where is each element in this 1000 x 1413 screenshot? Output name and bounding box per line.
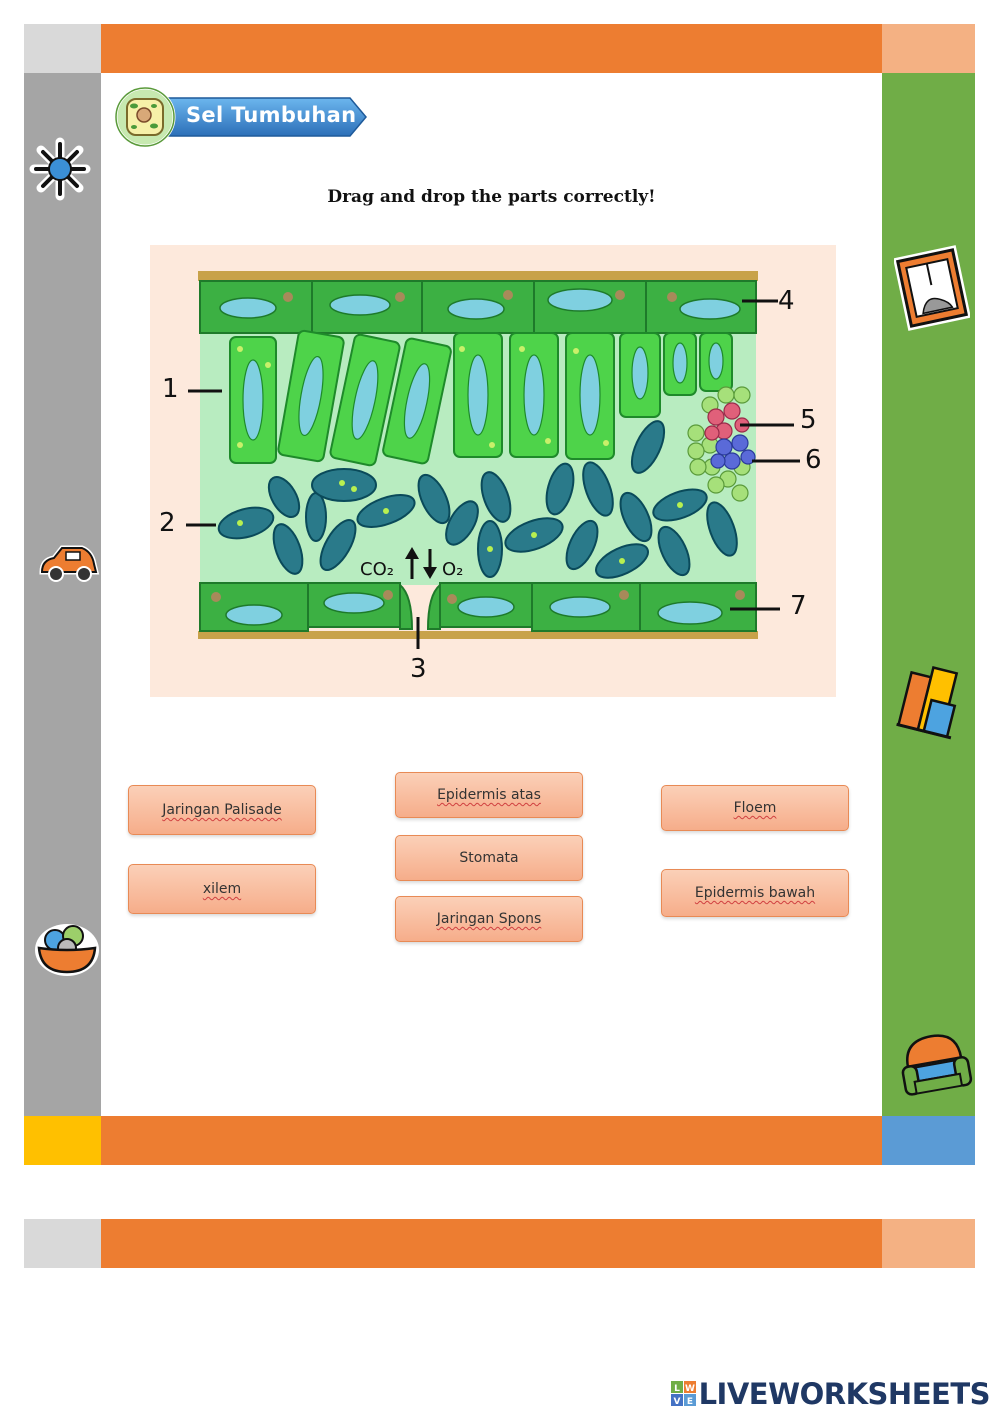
draggable-label: Jaringan Spons bbox=[436, 911, 542, 927]
bowl-sticker-icon bbox=[35, 924, 99, 976]
draggable-label: Jaringan Palisade bbox=[162, 802, 282, 818]
car-sticker-icon bbox=[39, 545, 100, 582]
draggable-xilem[interactable]: xilem bbox=[128, 864, 316, 914]
diagram-label-4: 4 bbox=[778, 286, 795, 316]
frame-top-right-corner bbox=[882, 24, 975, 73]
svg-text:V: V bbox=[673, 1397, 680, 1407]
draggable-label: Epidermis bawah bbox=[694, 885, 816, 901]
frame-top-left-corner bbox=[24, 24, 101, 73]
snowflake-sticker-icon bbox=[29, 137, 91, 201]
diagram-label-1: 1 bbox=[162, 374, 179, 404]
title-label: Sel Tumbuhan bbox=[186, 103, 357, 127]
instruction-text: Drag and drop the parts correctly! bbox=[327, 187, 656, 207]
o2-label: O₂ bbox=[442, 559, 463, 580]
svg-text:W: W bbox=[685, 1384, 695, 1394]
frame-bottom-bar bbox=[101, 1116, 882, 1165]
draggable-jaringan-palisade[interactable]: Jaringan Palisade bbox=[128, 785, 316, 835]
draggable-label: Stomata bbox=[459, 850, 519, 866]
diagram-label-3: 3 bbox=[410, 654, 427, 684]
draggable-floem[interactable]: Floem bbox=[661, 785, 849, 831]
co2-label: CO₂ bbox=[360, 559, 394, 580]
sofa-sticker-icon bbox=[901, 1034, 973, 1096]
plant-cell-icon bbox=[114, 86, 176, 148]
window-sticker-icon bbox=[894, 245, 970, 331]
liveworksheets-logo[interactable]: L W V E LIVEWORKSHEETS bbox=[670, 1377, 991, 1411]
page2-top-left-corner bbox=[24, 1219, 101, 1268]
diagram-label-7: 7 bbox=[790, 591, 807, 621]
svg-text:E: E bbox=[687, 1397, 693, 1407]
frame-bottom-left-corner bbox=[24, 1116, 101, 1165]
frame-top-bar bbox=[101, 24, 882, 73]
liveworksheets-badge-icon: L W V E bbox=[670, 1381, 696, 1407]
draggable-label: Epidermis atas bbox=[437, 787, 541, 803]
diagram-label-5: 5 bbox=[800, 405, 817, 435]
liveworksheets-brand-text: LIVEWORKSHEETS bbox=[698, 1377, 991, 1411]
draggable-label: Floem bbox=[733, 800, 777, 816]
diagram-label-6: 6 bbox=[805, 445, 822, 475]
leaf-cross-section-diagram: CO₂ O₂ bbox=[186, 271, 800, 649]
diagram-label-2: 2 bbox=[159, 508, 176, 538]
svg-text:L: L bbox=[674, 1384, 680, 1394]
draggable-jaringan-spons[interactable]: Jaringan Spons bbox=[395, 896, 583, 942]
page2-top-right-corner bbox=[882, 1219, 975, 1268]
draggable-epidermis-bawah[interactable]: Epidermis bawah bbox=[661, 869, 849, 917]
draggable-epidermis-atas[interactable]: Epidermis atas bbox=[395, 772, 583, 818]
draggable-stomata[interactable]: Stomata bbox=[395, 835, 583, 881]
page2-top-bar bbox=[101, 1219, 882, 1268]
frame-bottom-right-corner bbox=[882, 1116, 975, 1165]
draggable-label: xilem bbox=[202, 881, 242, 897]
buildings-sticker-icon bbox=[896, 666, 959, 740]
frame-right-side bbox=[882, 73, 975, 1116]
